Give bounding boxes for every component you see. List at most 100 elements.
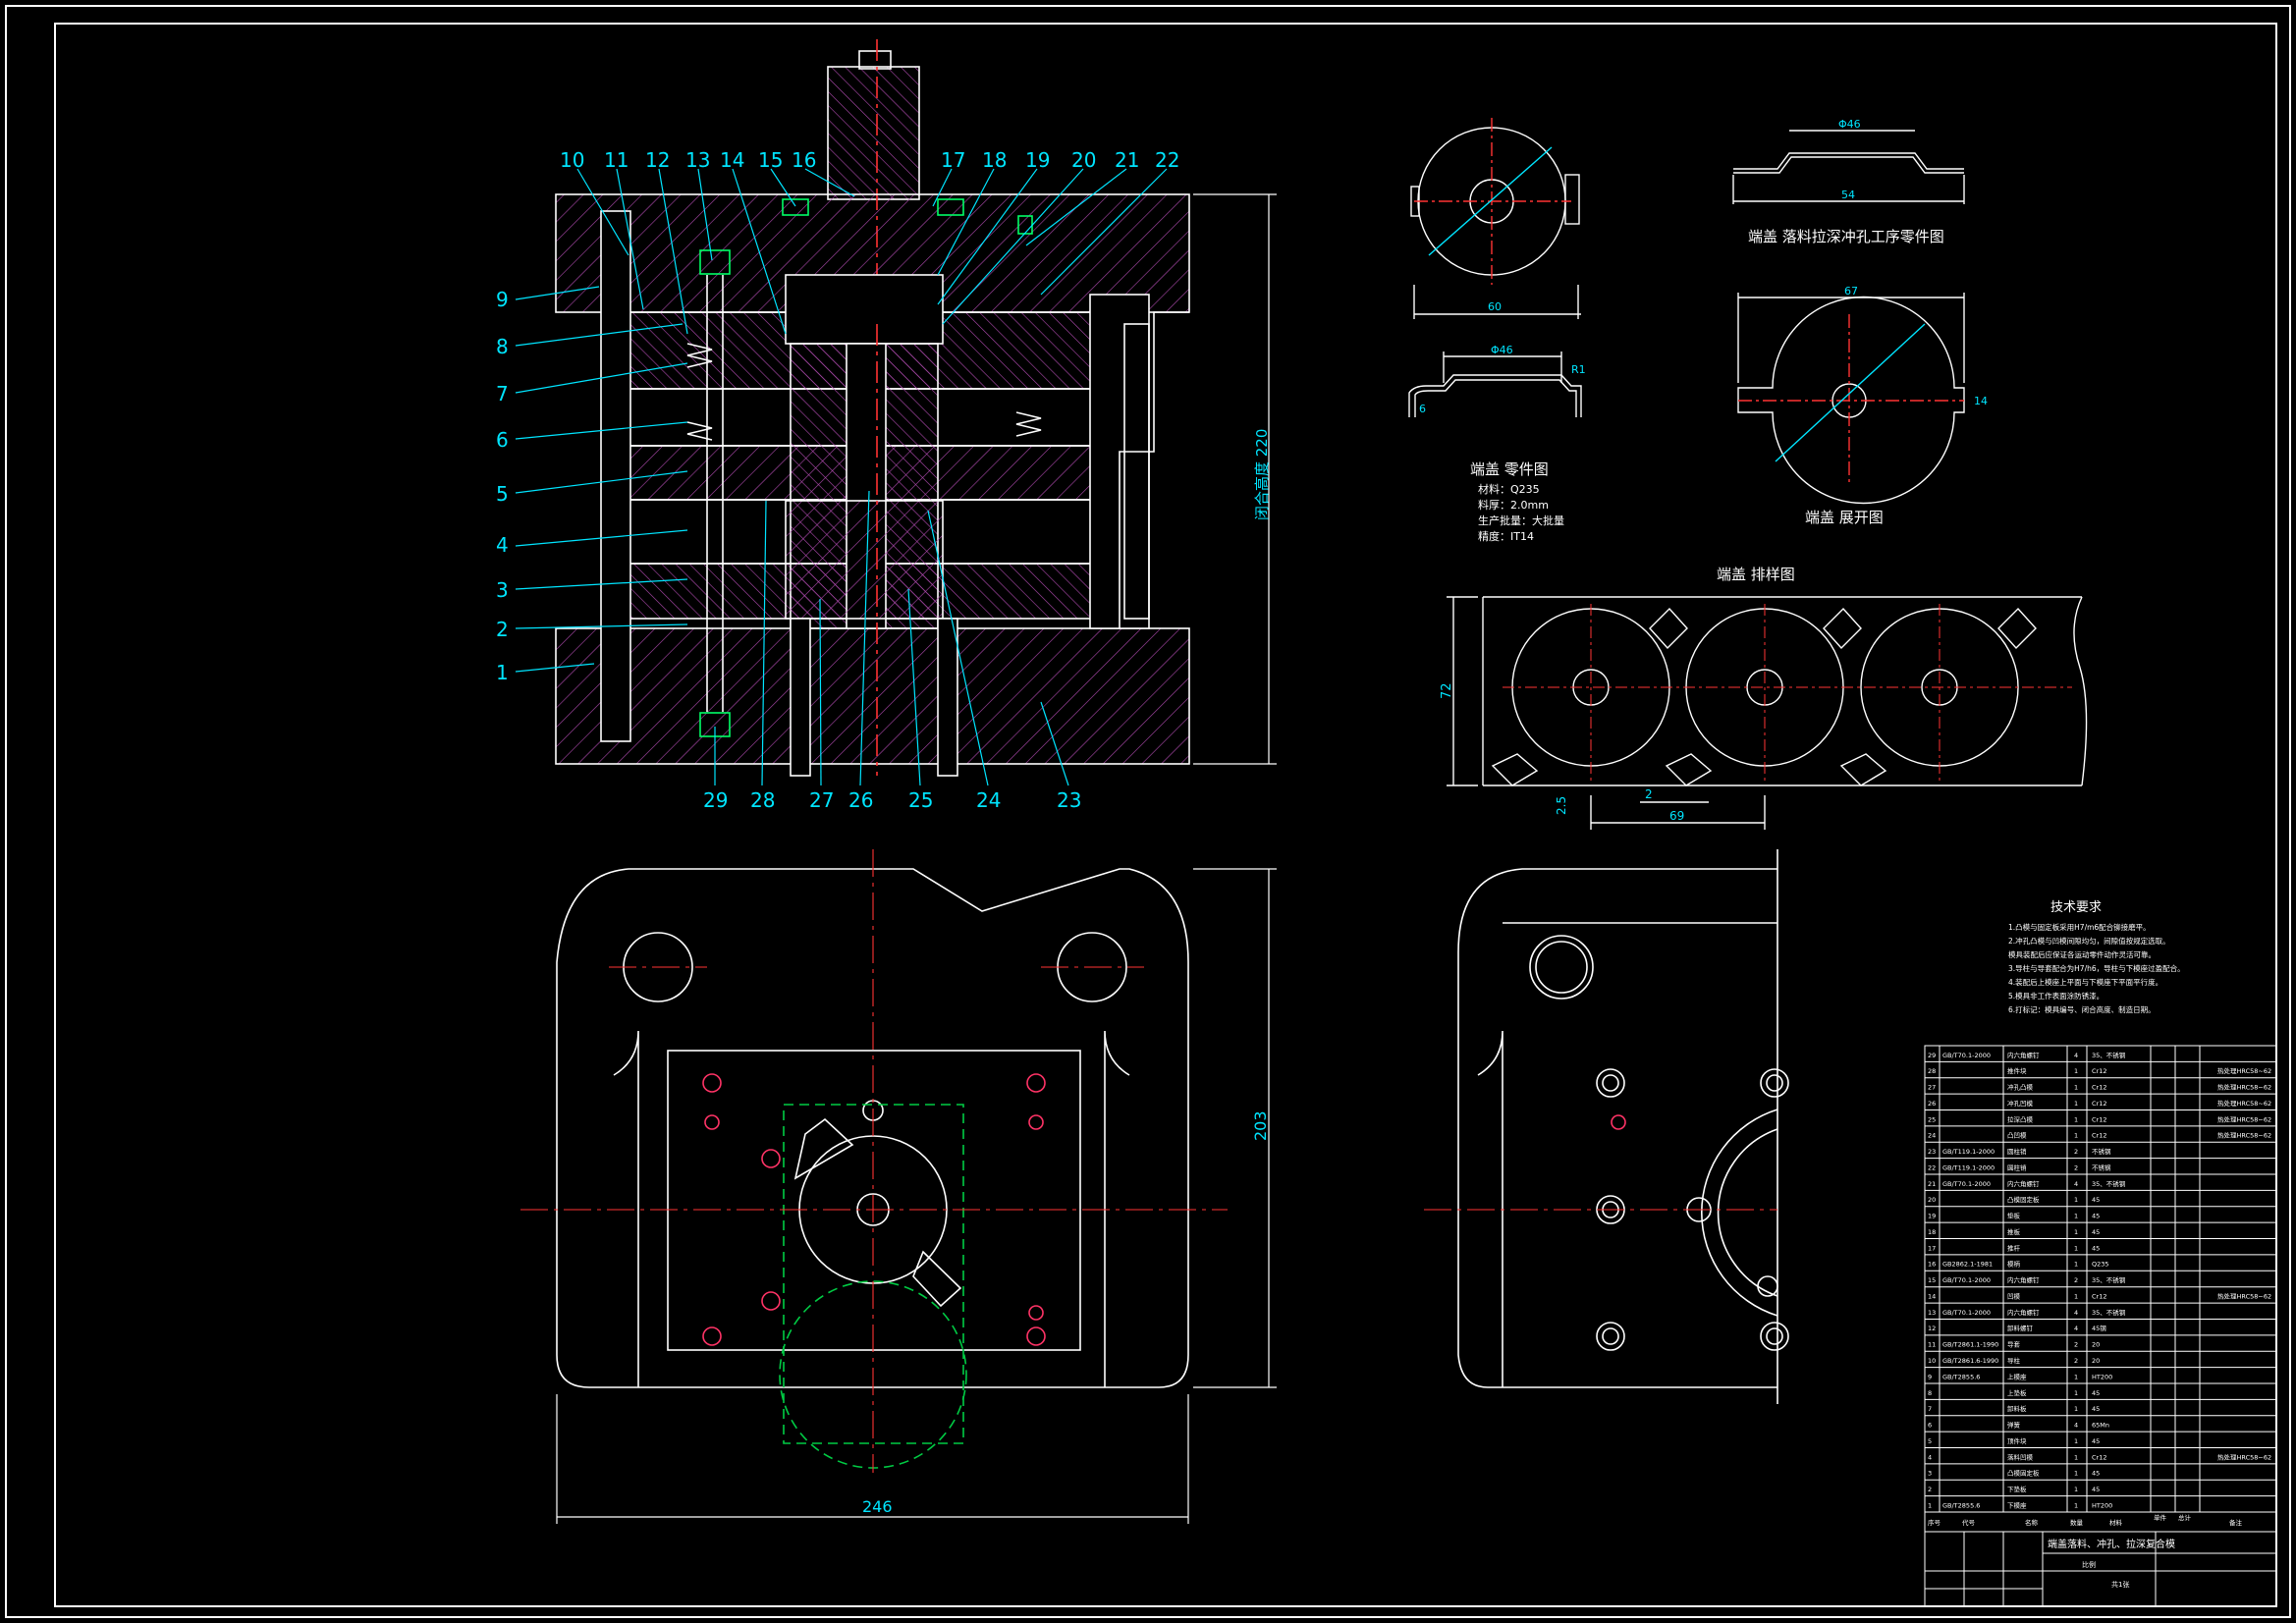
- label-27: 27: [809, 788, 834, 812]
- bom-cell-no: 18: [1928, 1228, 1936, 1236]
- bom-cell-name: 圆柱销: [2007, 1147, 2027, 1156]
- part-r1: R1: [1571, 363, 1586, 376]
- bom-cell-name: 垫板: [2007, 1212, 2021, 1220]
- bom-cell-code: GB/T70.1-2000: [1942, 1276, 1991, 1284]
- bom-cell-name: 凸模固定板: [2007, 1469, 2040, 1478]
- bom-cell-name: 圆柱销: [2007, 1163, 2027, 1171]
- part-note-precision: 精度：IT14: [1478, 529, 1534, 543]
- bom-cell-no: 15: [1928, 1276, 1936, 1284]
- bom-cell-mat: 35、不锈钢: [2092, 1275, 2126, 1284]
- label-1: 1: [496, 661, 509, 684]
- tech-req-line-2: 2.冲孔凸模与凹模间隙均匀，间隙值按规定选取。: [2008, 936, 2170, 946]
- label-16: 16: [792, 148, 816, 172]
- bom-cell-qty: 1: [2074, 1213, 2078, 1220]
- bom-cell-code: GB/T119.1-2000: [1942, 1163, 1995, 1171]
- bom-cell-mat: 45: [2092, 1213, 2100, 1220]
- part-note-material: 材料：Q235: [1478, 482, 1540, 496]
- bom-cell-qty: 1: [2074, 1244, 2078, 1252]
- part-title: 端盖 零件图: [1470, 460, 1549, 478]
- bom-cell-note: 热处理HRC58~62: [2217, 1114, 2271, 1123]
- bom-cell-qty: 4: [2074, 1422, 2078, 1430]
- bom-cell-mat: Q235: [2092, 1261, 2109, 1269]
- label-28: 28: [750, 788, 775, 812]
- lower-die-plan-view: [556, 868, 1189, 1469]
- plan-dimensions: [556, 868, 1277, 1524]
- bom-cell-name: 内六角螺钉: [2007, 1275, 2040, 1284]
- bom-cell-code: GB/T119.1-2000: [1942, 1148, 1995, 1156]
- strip-blank-2: [1665, 607, 1862, 786]
- bom-cell-note: 热处理HRC58~62: [2217, 1083, 2271, 1092]
- blank-w14: 14: [1974, 395, 1988, 407]
- bom-cell-code: GB/T2861.6-1990: [1942, 1357, 1998, 1365]
- strip-blank-1: [1491, 607, 1688, 786]
- bom-cell-note: 热处理HRC58~62: [2217, 1066, 2271, 1075]
- strip-gap-text: 2: [1645, 787, 1653, 801]
- label-3: 3: [496, 578, 509, 602]
- bom-cell-mat: 35、不锈钢: [2092, 1051, 2126, 1059]
- bom-cell-code: GB/T2855.6: [1942, 1373, 1980, 1380]
- label-29: 29: [703, 788, 728, 812]
- label-12: 12: [645, 148, 670, 172]
- label-9: 9: [496, 288, 509, 311]
- bom-cell-note: 热处理HRC58~62: [2217, 1131, 2271, 1140]
- tech-req-line-6: 5.模具非工作表面涂防锈漆。: [2008, 991, 2104, 1001]
- inner-border: [54, 23, 2277, 1607]
- bom-cell-no: 23: [1928, 1148, 1936, 1156]
- bom-cell-no: 14: [1928, 1292, 1936, 1300]
- bom-cell-qty: 1: [2074, 1453, 2078, 1461]
- bom-cell-no: 9: [1928, 1373, 1932, 1380]
- bom-cell-no: 3: [1928, 1470, 1932, 1478]
- bom-cell-qty: 1: [2074, 1132, 2078, 1140]
- bom-cell-qty: 1: [2074, 1486, 2078, 1493]
- label-20: 20: [1071, 148, 1096, 172]
- label-5: 5: [496, 482, 509, 506]
- bom-cell-mat: Cr12: [2092, 1100, 2106, 1108]
- title-block-name: 端盖落料、冲孔、拉深复合模: [2048, 1538, 2175, 1550]
- bom-cell-code: GB/T2861.1-1990: [1942, 1341, 1998, 1349]
- bom-cell-name: 导套: [2007, 1340, 2021, 1349]
- bom-cell-mat: 不锈钢: [2092, 1163, 2111, 1171]
- strip-edge-text: 2.5: [1555, 796, 1568, 815]
- bom-cell-mat: 45: [2092, 1228, 2100, 1236]
- process-section-view: [1732, 130, 1965, 204]
- bom-cell-name: 内六角螺钉: [2007, 1179, 2040, 1188]
- bom-cell-mat: 45: [2092, 1437, 2100, 1445]
- bom-cell-name: 模柄: [2007, 1260, 2021, 1269]
- bom-cell-name: 凹模: [2007, 1291, 2021, 1300]
- bom-cell-qty: 4: [2074, 1325, 2078, 1332]
- bom-cell-no: 28: [1928, 1067, 1936, 1075]
- bom-cell-qty: 1: [2074, 1228, 2078, 1236]
- tech-req-line-4: 3.导柱与导套配合为H7/h6，导柱与下模座过盈配合。: [2008, 963, 2185, 973]
- process-title: 端盖 落料拉深冲孔工序零件图: [1748, 228, 1944, 245]
- bom-header-no: 序号: [1928, 1518, 1941, 1527]
- bom-cell-mat: HT200: [2092, 1501, 2112, 1509]
- bom-cell-note: 热处理HRC58~62: [2217, 1291, 2271, 1300]
- bom-cell-name: 推杆: [2007, 1243, 2021, 1252]
- bom-cell-name: 卸料螺钉: [2007, 1324, 2034, 1332]
- label-11: 11: [604, 148, 629, 172]
- strip-blank-3: [1839, 607, 2037, 786]
- bom-cell-no: 10: [1928, 1357, 1936, 1365]
- part-phi46: Φ46: [1491, 344, 1513, 356]
- part-h6: 6: [1419, 403, 1426, 415]
- bom-cell-name: 弹簧: [2007, 1421, 2021, 1430]
- bom-cell-mat: 35、不锈钢: [2092, 1308, 2126, 1317]
- bom-cell-mat: 45: [2092, 1486, 2100, 1493]
- title-block: [1925, 1532, 2276, 1606]
- bom-cell-qty: 1: [2074, 1261, 2078, 1269]
- bom-cell-note: 热处理HRC58~62: [2217, 1099, 2271, 1108]
- bom-cell-name: 下垫板: [2007, 1485, 2027, 1493]
- bom-cell-mat: Cr12: [2092, 1067, 2106, 1075]
